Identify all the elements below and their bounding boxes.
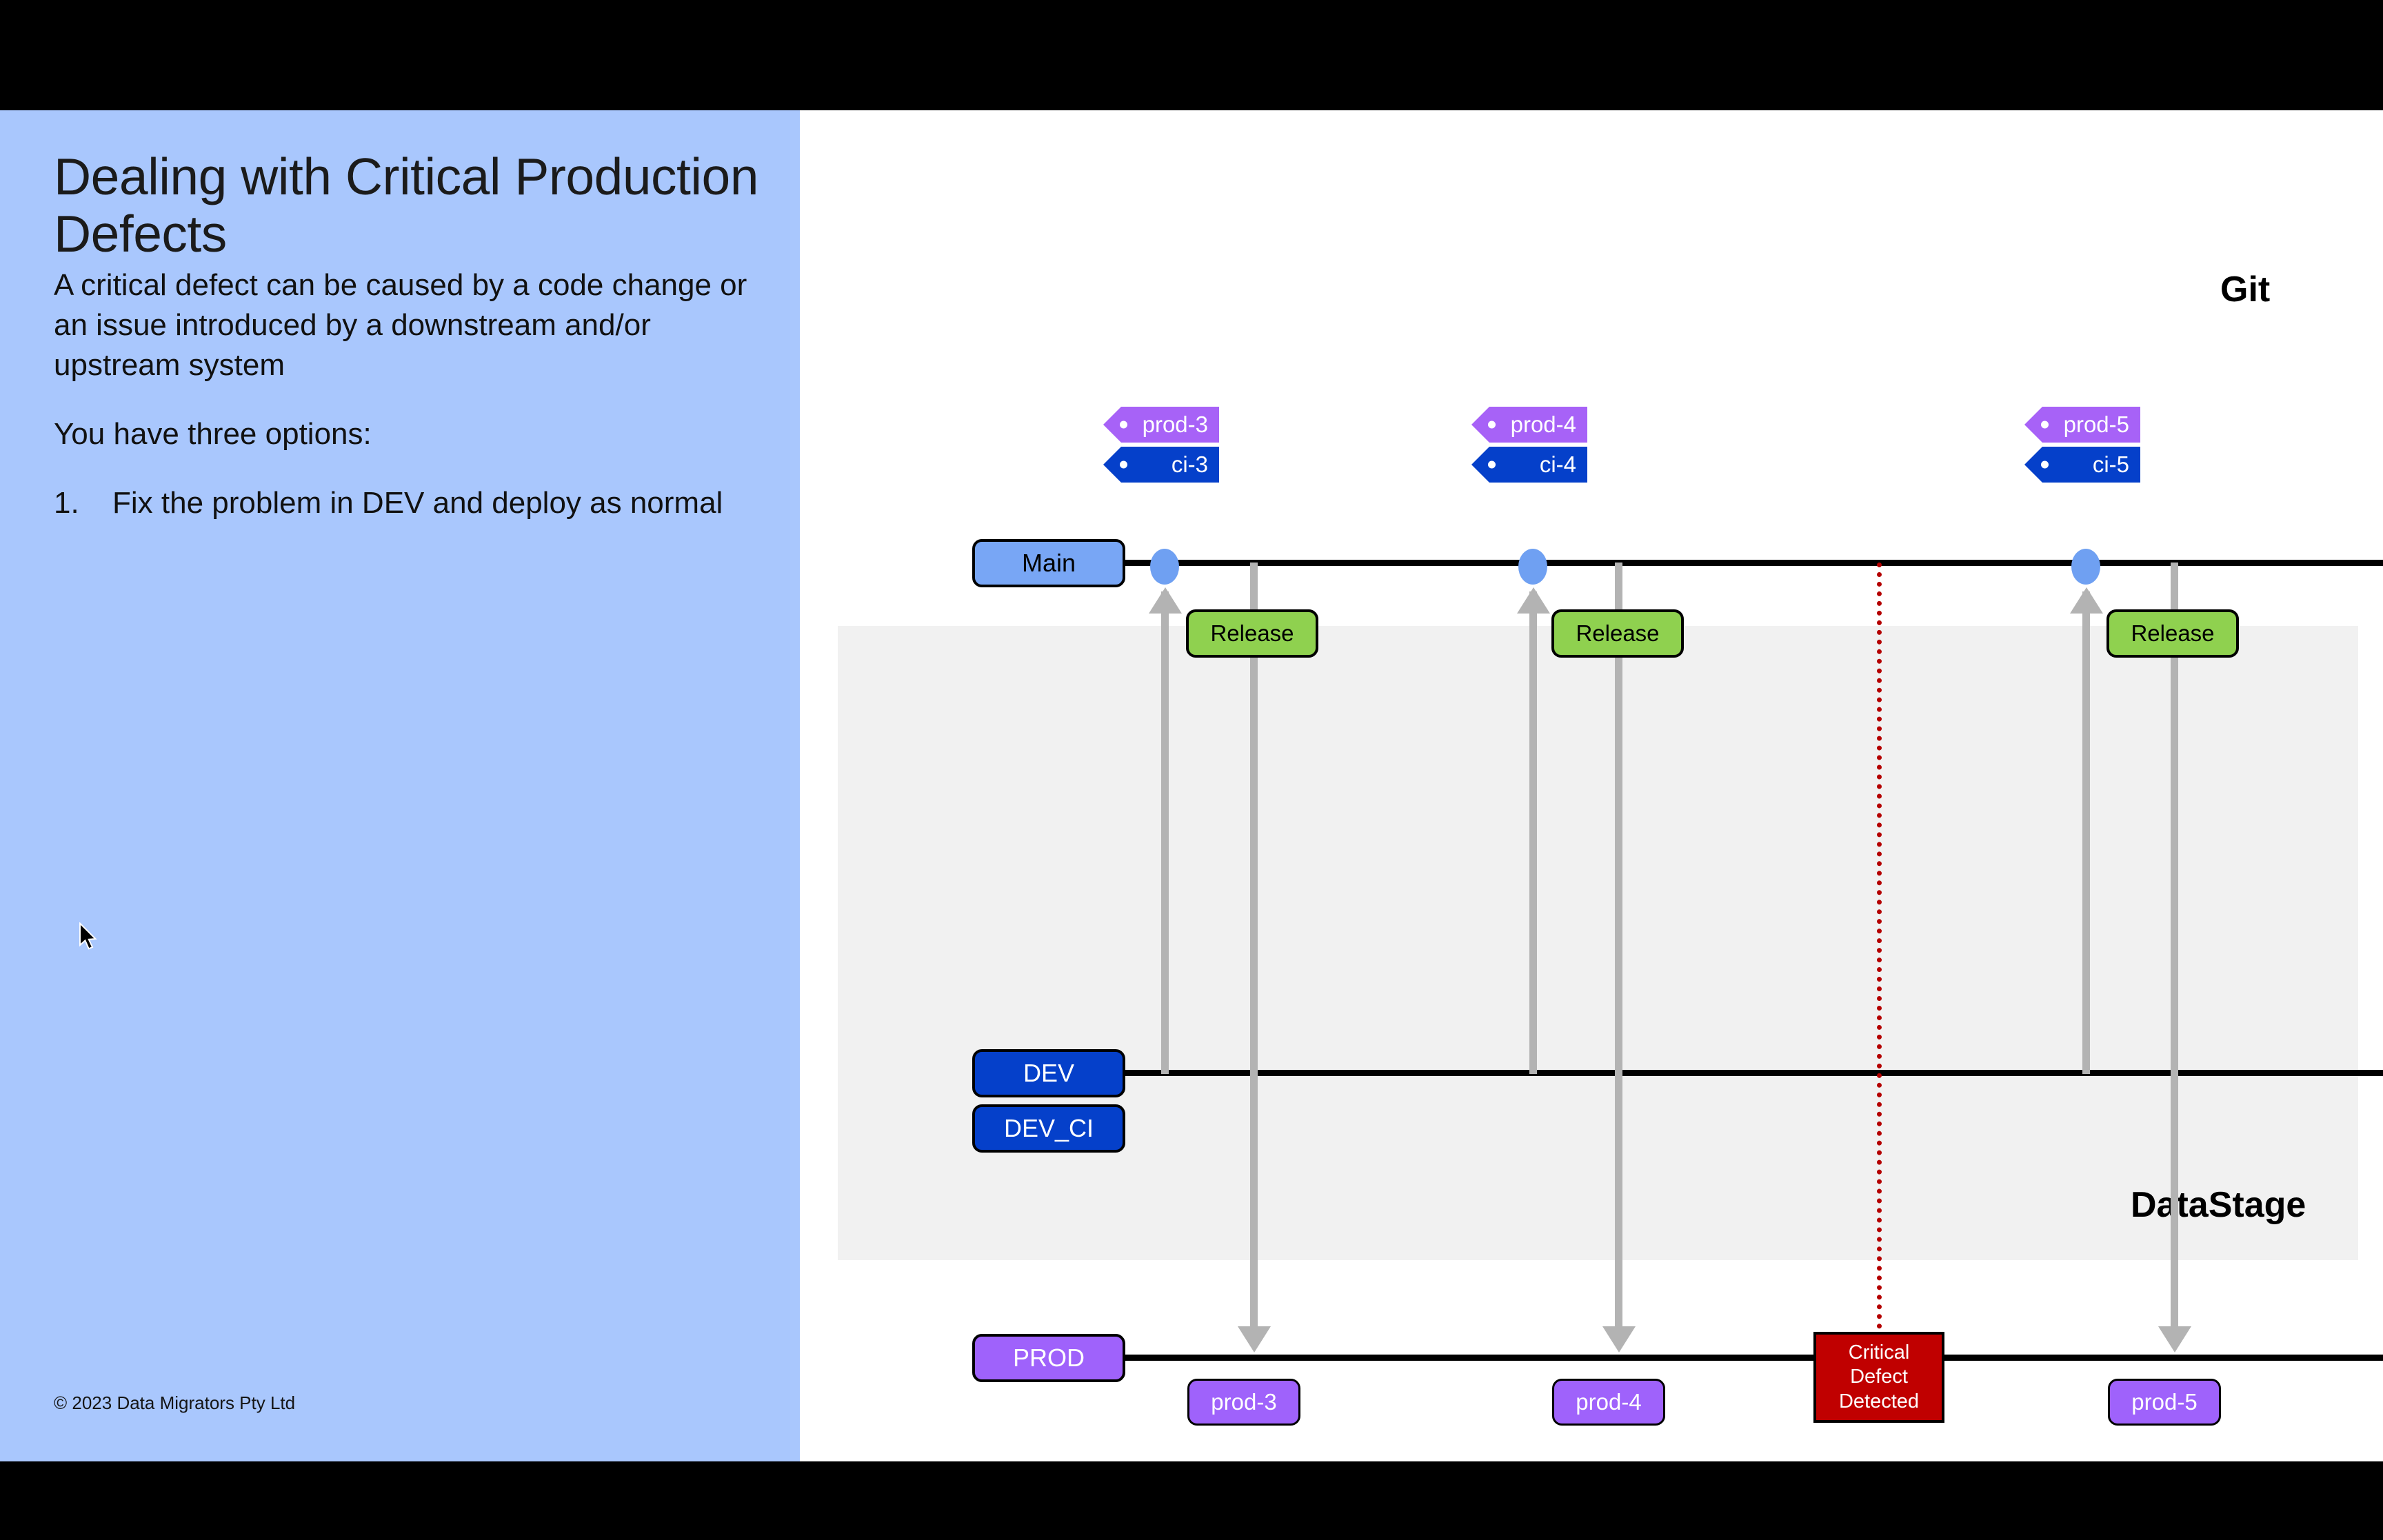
commit-dot-3[interactable] bbox=[2071, 549, 2100, 585]
git-tag-ci-4[interactable]: ci-4 bbox=[1471, 447, 1587, 483]
prod-deploy-box-1[interactable]: prod-3 bbox=[1187, 1379, 1300, 1426]
arrow-up-2 bbox=[1517, 587, 1550, 614]
tag-bullet-icon bbox=[1488, 421, 1496, 429]
git-tag-ci-5-label: ci-5 bbox=[2092, 452, 2129, 477]
git-tag-prod-5[interactable]: prod-5 bbox=[2024, 407, 2140, 443]
tag-bullet-icon bbox=[2041, 460, 2049, 469]
connector-main-to-prod-1 bbox=[1250, 563, 1258, 1328]
critical-defect-line-1: Critical bbox=[1848, 1341, 1910, 1364]
ordered-item-1-number: 1. bbox=[54, 486, 79, 520]
branch-pill-dev-label: DEV bbox=[1023, 1059, 1075, 1087]
release-box-3-label: Release bbox=[2131, 620, 2215, 646]
datastage-section-label: DataStage bbox=[2131, 1185, 2306, 1225]
branch-pill-dev[interactable]: DEV bbox=[972, 1049, 1125, 1097]
arrow-down-1 bbox=[1238, 1326, 1271, 1352]
release-box-1: Release bbox=[1186, 609, 1318, 658]
prod-deploy-box-3[interactable]: prod-5 bbox=[2108, 1379, 2221, 1426]
paragraph-2: You have three options: bbox=[54, 417, 372, 452]
critical-defect-line-2: Defect bbox=[1850, 1366, 1908, 1388]
git-datastage-diagram: Git DataStage Main bbox=[800, 270, 2383, 1461]
release-box-2[interactable]: Release bbox=[1551, 609, 1684, 658]
main-branch-line bbox=[1078, 560, 2383, 566]
arrow-down-2 bbox=[1602, 1326, 1636, 1352]
prod-deploy-box-1-label: prod-3 bbox=[1211, 1389, 1277, 1415]
paragraph-1: A critical defect can be caused by a cod… bbox=[54, 268, 747, 383]
git-tag-prod-3-label: prod-3 bbox=[1142, 412, 1208, 437]
prod-branch-line bbox=[1078, 1355, 2383, 1361]
critical-defect-line-3: Detected bbox=[1838, 1390, 1920, 1412]
commit-dot-1[interactable] bbox=[1150, 549, 1179, 585]
connector-dev-to-main-3 bbox=[2082, 591, 2090, 1074]
critical-defect-box[interactable]: Critical Defect Detected bbox=[1813, 1332, 1944, 1423]
branch-pill-main-label: Main bbox=[1021, 549, 1076, 577]
tag-bullet-icon bbox=[1120, 460, 1127, 469]
left-content-panel: Dealing with Critical Production Defects… bbox=[0, 110, 800, 1461]
arrow-up-3 bbox=[2070, 587, 2103, 614]
ordered-item-1-text: Fix the problem in DEV and deploy as nor… bbox=[112, 486, 723, 520]
arrow-down-3 bbox=[2158, 1326, 2191, 1352]
git-tag-prod-5-label: prod-5 bbox=[2063, 412, 2129, 437]
letterbox-bottom bbox=[0, 1461, 2383, 1540]
git-tag-prod-4-label: prod-4 bbox=[1510, 412, 1576, 437]
git-tag-ci-5[interactable]: ci-5 bbox=[2024, 447, 2140, 483]
branch-pill-prod[interactable]: PROD bbox=[972, 1334, 1125, 1382]
connector-main-to-prod-2 bbox=[1615, 563, 1622, 1328]
prod-deploy-box-3-label: prod-5 bbox=[2131, 1389, 2198, 1415]
tag-bullet-icon bbox=[1488, 460, 1496, 469]
connector-dev-to-main-2 bbox=[1529, 591, 1537, 1074]
branch-pill-prod-label: PROD bbox=[1012, 1344, 1085, 1372]
git-tag-ci-3[interactable]: ci-3 bbox=[1103, 447, 1219, 483]
git-tag-prod-3[interactable]: prod-3 bbox=[1103, 407, 1219, 443]
page-title: Dealing with Critical Production Defects bbox=[54, 148, 758, 263]
git-tag-ci-4-label: ci-4 bbox=[1539, 452, 1576, 477]
critical-defect-trace-line bbox=[1877, 563, 1882, 1348]
arrow-up-1 bbox=[1149, 587, 1182, 614]
release-box-3[interactable]: Release bbox=[2107, 609, 2239, 658]
release-box-1-label: Release bbox=[1210, 620, 1294, 646]
tag-bullet-icon bbox=[1120, 421, 1127, 429]
git-tag-prod-4[interactable]: prod-4 bbox=[1471, 407, 1587, 443]
connector-dev-to-main-1 bbox=[1161, 591, 1169, 1074]
copyright-notice: © 2023 Data Migrators Pty Ltd bbox=[54, 1392, 296, 1413]
commit-dot-2[interactable] bbox=[1518, 549, 1547, 585]
mouse-cursor-icon bbox=[79, 922, 97, 950]
slide-page: Dealing with Critical Production Defects… bbox=[0, 110, 2383, 1461]
letterbox-top bbox=[0, 0, 2383, 110]
dev-branch-line bbox=[1078, 1070, 2383, 1076]
connector-main-to-prod-3 bbox=[2171, 563, 2178, 1328]
prod-deploy-box-2-label: prod-4 bbox=[1576, 1389, 1642, 1415]
ordered-item-1: 1. Fix the problem in DEV and deploy as … bbox=[54, 483, 781, 523]
git-tag-ci-3-label: ci-3 bbox=[1171, 452, 1208, 477]
branch-pill-dev-ci[interactable]: DEV_CI bbox=[972, 1104, 1125, 1153]
release-box-2-label: Release bbox=[1576, 620, 1660, 646]
branch-pill-main[interactable]: Main bbox=[972, 539, 1125, 587]
git-section-label: Git bbox=[2220, 270, 2271, 310]
prod-deploy-box-2[interactable]: prod-4 bbox=[1552, 1379, 1665, 1426]
branch-pill-dev-ci-label: DEV_CI bbox=[1003, 1114, 1094, 1142]
tag-bullet-icon bbox=[2041, 421, 2049, 429]
datastage-band bbox=[838, 626, 2358, 1260]
body-text-block: A critical defect can be caused by a cod… bbox=[54, 265, 781, 523]
